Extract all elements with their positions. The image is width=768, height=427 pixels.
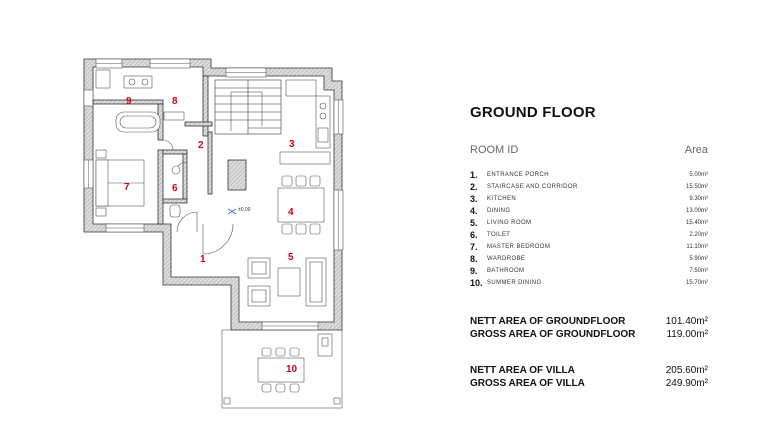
room-index: 10. bbox=[470, 278, 483, 288]
room-name: DINING bbox=[487, 208, 511, 214]
room-name: TOILET bbox=[487, 232, 511, 238]
total-label: NETT AREA OF GROUNDFLOOR bbox=[470, 316, 626, 327]
room-index: 4. bbox=[470, 206, 478, 216]
kitchen-counter bbox=[279, 79, 331, 165]
room-row: 10. SUMMER DINING 15.70m² bbox=[470, 278, 708, 290]
room-area: 5.00m² bbox=[689, 172, 708, 178]
door-swings bbox=[162, 139, 234, 255]
room-id-header: ROOM ID bbox=[470, 144, 519, 156]
living-furniture bbox=[247, 257, 327, 307]
terrace bbox=[221, 329, 343, 409]
room-row: 4. DINING 13.00m² bbox=[470, 206, 708, 218]
gross-area-villa: GROSS AREA OF VILLA 249.90m² bbox=[470, 378, 708, 391]
room-name: BATHROOM bbox=[487, 268, 525, 274]
room-index: 5. bbox=[470, 218, 478, 228]
room-row: 2. STAIRCASE AND CORRIDOR 15.50m² bbox=[470, 182, 708, 194]
room-list: 1. ENTRANCE PORCH 5.00m² 2. STAIRCASE AND C… bbox=[470, 170, 708, 290]
exterior-walls bbox=[83, 58, 344, 331]
interior-walls bbox=[92, 75, 247, 225]
room-row: 9. BATHROOM 7.50m² bbox=[470, 266, 708, 278]
room-index: 1. bbox=[470, 170, 478, 180]
room-name: WARDROBE bbox=[487, 256, 526, 262]
room-row: 1. ENTRANCE PORCH 5.00m² bbox=[470, 170, 708, 182]
room-name: ENTRANCE PORCH bbox=[487, 172, 549, 178]
room-area: 15.40m² bbox=[685, 220, 708, 226]
room-row: 8. WARDROBE 5.90m² bbox=[470, 254, 708, 266]
room-number-9: 9 bbox=[126, 96, 132, 107]
level-marker: ±0,00 bbox=[227, 207, 251, 215]
room-number-10: 10 bbox=[286, 364, 298, 375]
staircase bbox=[214, 79, 282, 135]
room-name: STAIRCASE AND CORRIDOR bbox=[487, 184, 578, 190]
nett-area-villa: NETT AREA OF VILLA 205.60m² bbox=[470, 365, 708, 378]
room-number-5: 5 bbox=[288, 252, 294, 263]
room-number-8: 8 bbox=[172, 96, 178, 107]
room-row: 5. LIVING ROOM 15.40m² bbox=[470, 218, 708, 230]
bedroom-furniture bbox=[95, 149, 145, 217]
total-value: 249.90m² bbox=[665, 378, 708, 389]
floor-title: GROUND FLOOR bbox=[470, 104, 596, 121]
room-index: 7. bbox=[470, 242, 478, 252]
room-number-7: 7 bbox=[124, 182, 130, 193]
room-area: 2.20m² bbox=[689, 232, 708, 238]
room-row: 7. MASTER BEDROOM 11.10m² bbox=[470, 242, 708, 254]
room-area: 13.00m² bbox=[685, 208, 708, 214]
room-index: 8. bbox=[470, 254, 478, 264]
room-number-6: 6 bbox=[172, 183, 178, 194]
room-index: 9. bbox=[470, 266, 478, 276]
room-index: 3. bbox=[470, 194, 478, 204]
room-area: 5.90m² bbox=[689, 256, 708, 262]
room-area: 7.50m² bbox=[689, 268, 708, 274]
total-value: 101.40m² bbox=[665, 316, 708, 327]
room-area: 9.30m² bbox=[689, 196, 708, 202]
total-value: 205.60m² bbox=[665, 365, 708, 376]
total-value: 119.00m² bbox=[666, 329, 708, 340]
room-name: KITCHEN bbox=[487, 196, 517, 202]
total-label: NETT AREA OF VILLA bbox=[470, 365, 575, 376]
total-label: GROSS AREA OF GROUNDFLOOR bbox=[470, 329, 636, 340]
total-label: GROSS AREA OF VILLA bbox=[470, 378, 585, 389]
room-number-3: 3 bbox=[289, 139, 295, 150]
level-label: ±0,00 bbox=[238, 207, 251, 213]
area-header: Area bbox=[684, 144, 708, 156]
room-area: 11.10m² bbox=[686, 244, 708, 250]
room-index: 6. bbox=[470, 230, 478, 240]
room-area: 15.50m² bbox=[685, 184, 708, 190]
room-area: 15.70m² bbox=[685, 280, 708, 286]
bathroom-fixtures bbox=[95, 69, 185, 218]
room-number-1: 1 bbox=[200, 254, 206, 265]
room-name: SUMMER DINING bbox=[487, 280, 542, 286]
room-name: LIVING ROOM bbox=[487, 220, 532, 226]
nett-area-groundfloor: NETT AREA OF GROUNDFLOOR 101.40m² bbox=[470, 316, 708, 329]
room-index: 2. bbox=[470, 182, 478, 192]
room-numbers: 1 2 3 4 5 6 7 8 9 10 bbox=[124, 96, 298, 375]
gross-area-groundfloor: GROSS AREA OF GROUNDFLOOR 119.00m² bbox=[470, 329, 708, 342]
room-number-2: 2 bbox=[198, 140, 204, 151]
room-number-4: 4 bbox=[288, 207, 294, 218]
dining-table bbox=[277, 175, 325, 235]
room-name: MASTER BEDROOM bbox=[487, 244, 551, 250]
room-row: 6. TOILET 2.20m² bbox=[470, 230, 708, 242]
room-row: 3. KITCHEN 9.30m² bbox=[470, 194, 708, 206]
